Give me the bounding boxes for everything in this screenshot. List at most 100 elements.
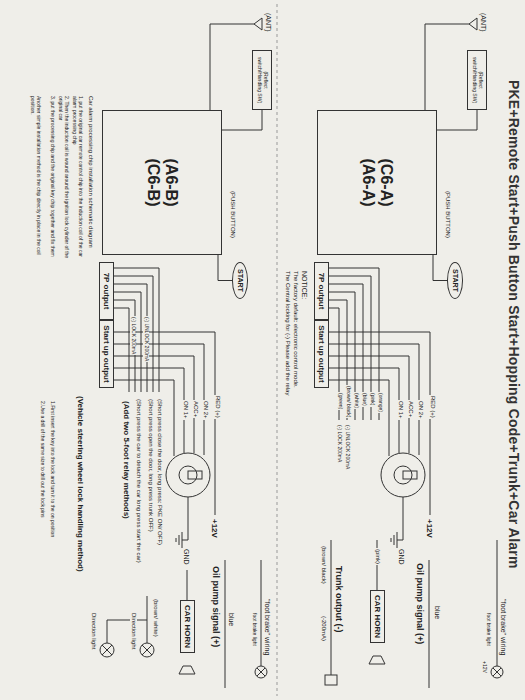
push-button: START: [232, 262, 248, 299]
annotation-text: RED (+): [214, 395, 221, 419]
annotation-text: (blue): [361, 392, 367, 407]
annotation-text: 3. put the processing chip and the origi…: [49, 95, 55, 262]
output-connector: Start up output: [314, 320, 329, 388]
wire-stroke: [331, 540, 332, 675]
wire-stroke: [325, 675, 337, 685]
node-text: Start up output: [102, 325, 111, 383]
annotation-text: (ANT): [479, 12, 487, 33]
wire-stroke: [102, 645, 112, 655]
connector-line: [437, 110, 477, 130]
annotation-text: NOTICE:: [300, 270, 308, 300]
annotation-text: The factory default: electronic control …: [292, 270, 299, 389]
annotation-text: (pink): [369, 392, 375, 407]
horn-box: CAR HORN: [180, 600, 195, 653]
wire-stroke: [114, 308, 129, 392]
wire-stroke: [187, 570, 188, 600]
wire-stroke: [114, 276, 153, 392]
annotation-text: (Add two 5-foot relay methods): [122, 400, 131, 520]
annotation-text: (Vehicle steering wheel lock handling me…: [76, 395, 85, 573]
wire-stroke: [140, 643, 154, 657]
annotation-text: "foot brake" wiring: [499, 598, 507, 656]
annotation-text: (ANT): [264, 12, 272, 33]
annotation-text: 1.First insert the key into the lock and…: [49, 400, 55, 538]
connector-line: [218, 255, 232, 281]
wire-stroke: [491, 666, 503, 678]
node-text: 7P output: [317, 267, 326, 315]
annotation-text: ACC+: [192, 400, 199, 418]
annotation-text: GND: [182, 548, 190, 566]
annotation-text: 2. Then the induction coil is wound arou…: [58, 95, 70, 262]
wire-stroke: [329, 268, 379, 420]
annotation-text: Trunk output (-): [334, 565, 344, 633]
wire-stroke: [114, 284, 147, 392]
annotation-text: ON 2+: [417, 400, 424, 420]
annotation-text: (orange): [377, 392, 383, 413]
wire-stroke: [100, 4, 503, 696]
wire-stroke: [497, 540, 498, 666]
annotation-text: foot brake light: [485, 612, 491, 647]
annotation-text: (-) LOCK 200mA: [336, 424, 342, 463]
module-box: (A6-B)(C6-B): [102, 110, 222, 255]
annotation-text: (white): [353, 392, 359, 409]
annotation-text: (brown/ black): [345, 385, 351, 418]
annotation-text: +12V: [425, 518, 434, 539]
connector-line: [222, 110, 262, 130]
annotation-text: (PUSH BUTTON): [229, 190, 236, 239]
annotation-text: blue: [227, 612, 235, 627]
wire-stroke: [329, 18, 477, 548]
annotation-text: ON 1+: [397, 400, 404, 420]
wire-stroke: [142, 645, 152, 655]
wire-stroke: [100, 643, 114, 657]
wire-stroke: [225, 560, 226, 688]
wire-stroke: [369, 656, 385, 664]
annotation-text: +12V: [481, 660, 487, 674]
annotation-text: 1. put the original car remote control c…: [72, 95, 84, 262]
wire-stroke: [329, 284, 363, 420]
wire-stroke: [493, 668, 501, 676]
annotation-text: Car alarm processing chip installation s…: [87, 95, 94, 267]
annotation-text: Oil pump signal (+): [415, 562, 425, 645]
annotation-text: (pink): [374, 548, 381, 565]
wire-stroke: [429, 560, 430, 688]
wire-stroke: [257, 668, 265, 676]
annotation-text: (Short press close the door, long press:…: [156, 398, 163, 546]
annotation-text: ON 2+: [202, 400, 209, 420]
wire-stroke: [179, 666, 195, 674]
annotation-text: Direction light: [130, 612, 137, 650]
connector-line: [433, 255, 447, 281]
annotation-text: (Short press the car to detach the car l…: [135, 398, 142, 564]
annotation-text: (-200mA): [320, 615, 327, 642]
wire-stroke: [107, 620, 147, 643]
diagram-title: PKE+Remote Start+Push Button Start+Hoppi…: [506, 80, 522, 569]
annotation-text: (-) LOCK 200mA: [130, 316, 136, 355]
annotation-text: (Short press open the door, long press t…: [147, 398, 154, 533]
wire-stroke: [114, 300, 135, 392]
annotation-text: (-) UNLOCK 200mA: [344, 424, 350, 470]
node-text: CAR HORN: [373, 595, 382, 638]
horn-box: CAR HORN: [370, 590, 385, 643]
node-text: (Reflect switch/Handling SW): [472, 54, 484, 106]
annotation-text: GND: [397, 548, 405, 566]
annotation-text: blue: [433, 605, 441, 620]
node-text: CAR HORN: [183, 605, 192, 648]
node-text: (A6-B): [162, 159, 180, 207]
annotation-text: RED (+): [429, 395, 436, 419]
annotation-text: ACC+: [407, 400, 414, 418]
annotation-text: Direction light: [90, 612, 97, 650]
annotation-text: +12V: [210, 518, 219, 539]
annotation-text: (brown/ black): [320, 545, 327, 585]
output-connector: Start up output: [99, 320, 114, 388]
annotation-text: (PUSH BUTTON): [444, 190, 451, 239]
node-text: START: [236, 269, 244, 292]
output-connector: 7P output: [314, 262, 329, 320]
switch-box: (Reflect switch/Handling SW): [468, 50, 488, 110]
wire-stroke: [114, 268, 159, 392]
wire-stroke: [329, 292, 355, 420]
annotation-text: (-) UNLOCK 200mA: [143, 316, 149, 362]
annotation-text: ON 1+: [182, 400, 189, 420]
node-text: 7P output: [102, 267, 111, 315]
annotation-text: (brown/ white): [152, 598, 159, 638]
node-text: (A6-A): [359, 159, 377, 207]
annotation-text: The Central locking for (-) Please add t…: [284, 270, 291, 396]
